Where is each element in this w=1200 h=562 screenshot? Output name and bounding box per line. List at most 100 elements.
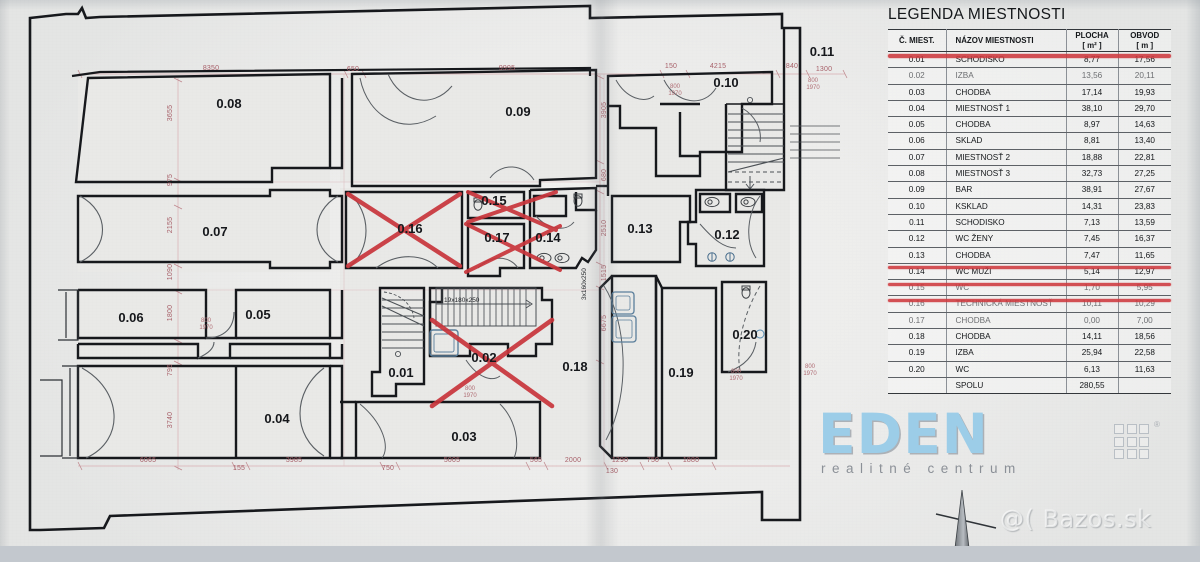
dimension-3905: 3905 <box>601 102 608 118</box>
legend-cell-name: IZBA <box>946 67 1067 85</box>
legend-total-area: 280,55 <box>1066 376 1119 395</box>
room-label-0-02: 0.02 <box>471 350 496 365</box>
legend-table: Č. MIEST. NÁZOV MIESTNOSTI PLOCHA [ m² ]… <box>888 29 1171 395</box>
dimension-565: 565 <box>530 457 542 464</box>
legend-cell-num: 0.03 <box>888 84 947 101</box>
building-outline <box>28 4 802 532</box>
dimension-3655: 3655 <box>167 105 174 121</box>
eden-grid-icon <box>1114 424 1149 459</box>
legend-cell-area: 14,31 <box>1066 198 1119 215</box>
room-label-0-19: 0.19 <box>668 365 693 380</box>
legend-cell-name: BAR <box>946 181 1067 199</box>
legend-total-blank <box>888 376 947 395</box>
stair-note-secondary: 3x160x250 <box>581 268 588 300</box>
door-tag-h: 1970 <box>463 393 477 399</box>
legend-cell-name: CHODBA <box>946 312 1067 330</box>
dimension-1515: 1515 <box>601 265 608 281</box>
dimension-1880: 1880 <box>683 457 699 464</box>
door-tag-h: 1970 <box>803 371 817 377</box>
dimension-130: 130 <box>606 468 618 475</box>
room-label-0-20: 0.20 <box>732 327 757 342</box>
legend-cell-num: 0.10 <box>888 198 947 215</box>
legend-cell-per: 22,81 <box>1118 149 1171 167</box>
legend-title: LEGENDA MIESTNOSTI <box>888 6 1066 23</box>
legend-cell-per: 19,93 <box>1118 84 1171 101</box>
dimension-1800: 1800 <box>167 305 174 321</box>
legend-strike-bar <box>888 266 1171 270</box>
legend-cell-name: SKLAD <box>946 132 1067 150</box>
viewer-bottom-bar <box>0 546 1200 562</box>
legend-cell-name: WC <box>946 361 1067 378</box>
legend-cell-per: 23,83 <box>1118 198 1171 215</box>
room-label-0-08: 0.08 <box>216 96 241 111</box>
building-outline-inner <box>71 66 592 78</box>
legend-cell-name: SCHODISKO <box>946 214 1067 232</box>
floor-plan-drawing: 0.080.090.110.100.070.160.150.170.140.13… <box>28 4 848 532</box>
legend-cell-per: 18,56 <box>1118 328 1171 346</box>
registered-trademark-mark: ® <box>1154 420 1160 429</box>
legend-table-head: Č. MIEST. NÁZOV MIESTNOSTI PLOCHA [ m² ]… <box>888 29 1171 52</box>
left-wing-walls <box>74 72 344 460</box>
centre-mid-walls <box>344 186 766 278</box>
legend-cell-num: 0.02 <box>888 67 947 85</box>
room-label-0-12: 0.12 <box>714 227 739 242</box>
dimension-840: 840 <box>786 63 798 70</box>
header-perimeter-unit: [ m ] <box>1136 40 1154 50</box>
room-label-0-11: 0.11 <box>810 44 835 59</box>
legend-cell-name: CHODBA <box>946 247 1067 264</box>
dimension-750: 750 <box>647 457 659 464</box>
room-label-0-05: 0.05 <box>245 307 270 322</box>
legend-cell-area: 17,14 <box>1066 84 1119 101</box>
door-tag-h: 1970 <box>806 85 820 91</box>
room-label-0-07: 0.07 <box>202 224 227 239</box>
legend-cell-area: 7,13 <box>1066 214 1119 232</box>
legend-total-perimeter <box>1118 376 1171 395</box>
room-label-0-17: 0.17 <box>484 230 509 245</box>
legend-cell-per: 7,00 <box>1118 312 1171 330</box>
eden-logo: EDEN realitné centrum ® <box>818 407 1178 483</box>
legend-cell-area: 18,88 <box>1066 149 1119 167</box>
room-label-0-18: 0.18 <box>562 359 587 374</box>
legend-cell-area: 6,13 <box>1066 361 1119 378</box>
legend-cell-name: CHODBA <box>946 328 1067 346</box>
legend-strike-bar <box>888 54 1171 58</box>
legend-cell-num: 0.05 <box>888 116 947 134</box>
room-label-0-14: 0.14 <box>535 230 561 245</box>
legend-cell-area: 13,56 <box>1066 67 1119 85</box>
legend-header-row: Č. MIEST. NÁZOV MIESTNOSTI PLOCHA [ m² ]… <box>888 29 1171 52</box>
stair-note-main: 19x180x250 <box>444 297 480 304</box>
dimension-1290: 1290 <box>612 457 628 464</box>
dimension-975: 975 <box>167 174 174 186</box>
bottom-centre-walls <box>340 274 768 460</box>
header-area: PLOCHA [ m² ] <box>1066 29 1119 52</box>
exterior-steps <box>40 289 79 459</box>
dimension-2510: 2510 <box>601 220 608 236</box>
legend-cell-area: 8,81 <box>1066 132 1119 150</box>
door-tag-w: 800 <box>808 78 819 84</box>
header-area-label: PLOCHA <box>1075 30 1109 40</box>
legend-cell-area: 32,73 <box>1066 165 1119 183</box>
dimension-8350: 8350 <box>203 65 219 72</box>
room-label-0-06: 0.06 <box>118 310 143 325</box>
dimension-1090: 1090 <box>167 264 174 280</box>
legend-cell-name: MIESTNOSŤ 2 <box>946 149 1067 167</box>
legend-cell-area: 25,94 <box>1066 344 1119 362</box>
legend-cell-name: CHODBA <box>946 116 1067 134</box>
legend-cell-area: 0,00 <box>1066 312 1119 330</box>
legend-cell-name: IZBA <box>946 344 1067 362</box>
